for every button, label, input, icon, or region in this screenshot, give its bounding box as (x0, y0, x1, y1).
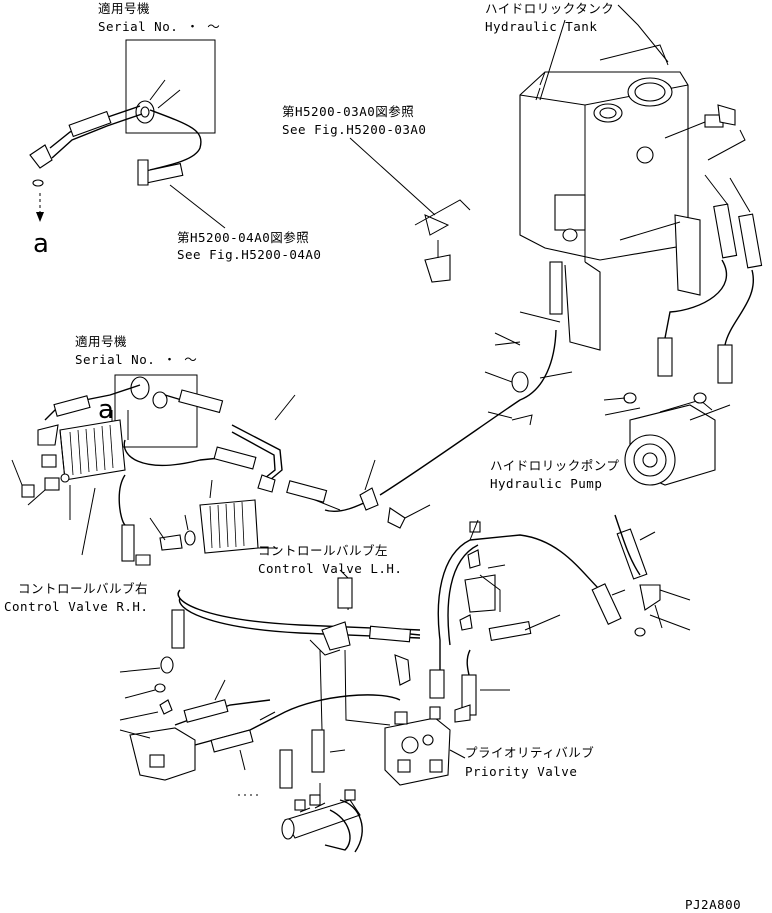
hose-right-mid (454, 614, 561, 723)
cv-right-jp: コントロールバルブ右 (18, 581, 148, 596)
ref2-jp: 第H5200-04A0図参照 (177, 230, 309, 245)
hose-lower-left (174, 649, 401, 800)
serial-top-jp: 適用号機 (98, 1, 150, 16)
lower-left-valve (119, 656, 196, 781)
ref1-jp: 第H5200-03A0図参照 (282, 104, 414, 119)
marker-a-top: a (33, 229, 49, 259)
serial-top-en: Serial No. ・ ～ (98, 19, 220, 34)
tank-return-hose (379, 261, 573, 496)
pump-jp: ハイドロリックポンプ (490, 458, 619, 473)
hydraulic-pump (603, 392, 716, 486)
serial-detail-mid (114, 374, 198, 448)
hydraulic-tank (519, 4, 701, 351)
cv-left-jp: コントロールバルブ左 (258, 543, 388, 558)
ref2-en: See Fig.H5200-04A0 (177, 247, 321, 262)
control-valve-lh (149, 479, 278, 554)
ref1-en: See Fig.H5200-03A0 (282, 122, 426, 137)
pump-en: Hydraulic Pump (490, 476, 602, 491)
lower-manifold (281, 789, 363, 853)
serial-detail-top (125, 39, 216, 134)
tank-right-fittings (657, 104, 763, 384)
drawing-code: PJ2A800 (685, 897, 741, 912)
control-valve-rh (21, 419, 126, 498)
hose-right-lower (429, 514, 691, 699)
marker-a-mid: a (98, 395, 114, 425)
serial-mid-en: Serial No. ・ ～ (75, 352, 197, 367)
hose-top-left (29, 105, 202, 222)
priority-valve (384, 654, 451, 786)
tank-en: Hydraulic Tank (485, 19, 597, 34)
serial-mid-jp: 適用号機 (75, 334, 127, 349)
cv-left-en: Control Valve L.H. (258, 561, 402, 576)
priority-en: Priority Valve (465, 764, 577, 779)
tank-jp: ハイドロリックタンク (485, 1, 614, 16)
cv-right-en: Control Valve R.H. (4, 599, 148, 614)
bracket-center (459, 519, 506, 631)
hose-middle (118, 389, 431, 566)
hose-lower-long (171, 569, 421, 656)
priority-jp: プライオリティバルブ (465, 745, 594, 760)
